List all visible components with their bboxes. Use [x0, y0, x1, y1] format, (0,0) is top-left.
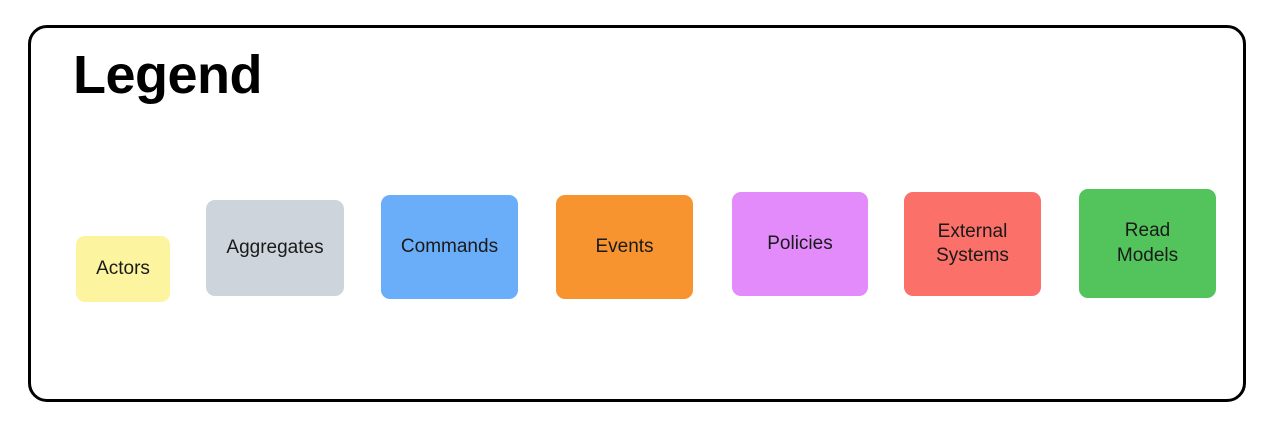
legend-item-label: External Systems [936, 220, 1009, 266]
legend-item-label: Aggregates [226, 236, 324, 258]
legend-item-label: Read Models [1116, 220, 1179, 266]
legend-item-label: Events [595, 235, 654, 257]
legend-item-commands[interactable]: Commands [381, 195, 518, 299]
legend-item-events[interactable]: Events [556, 195, 693, 299]
legend-item-label: Commands [400, 235, 499, 257]
legend-item-read-models[interactable]: Read Models [1079, 189, 1216, 298]
legend-item-external-systems[interactable]: External Systems [904, 192, 1041, 296]
legend-panel: Legend Actors Aggregates Commands Events Pol… [28, 25, 1246, 402]
legend-item-aggregates[interactable]: Aggregates [206, 200, 344, 296]
legend-item-label: Actors [96, 257, 150, 279]
page-title: Legend [73, 45, 263, 105]
legend-item-policies[interactable]: Policies [732, 192, 868, 296]
legend-item-actors[interactable]: Actors [76, 236, 170, 302]
legend-item-list: Actors Aggregates Commands Events Policies Ex… [31, 28, 1243, 399]
legend-item-label: Policies [767, 232, 833, 254]
